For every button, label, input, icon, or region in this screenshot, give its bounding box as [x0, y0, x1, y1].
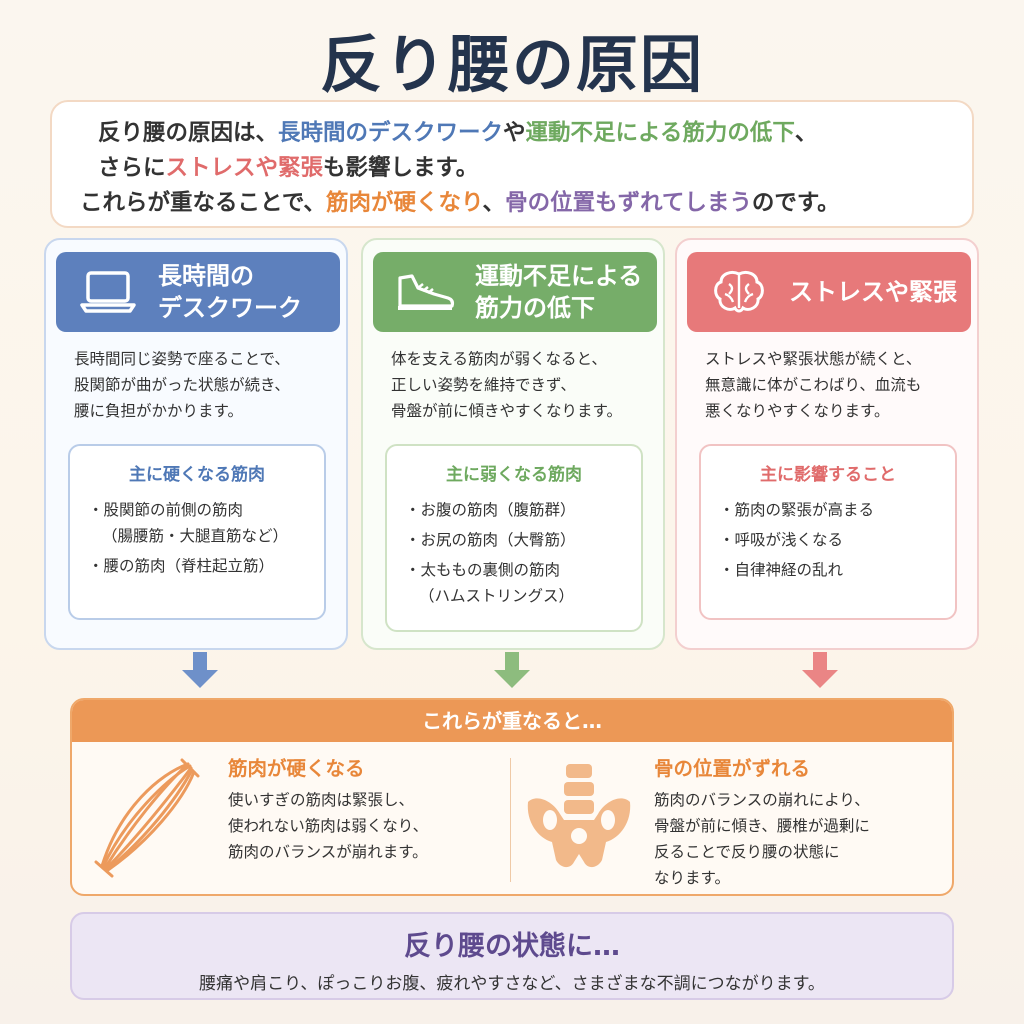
bone-shift-title: 骨の位置がずれる: [654, 757, 811, 780]
cause-title-line-1: 運動不足による: [475, 262, 643, 290]
intro-highlight-stress: ストレスや緊張: [165, 155, 324, 181]
muscle-stiffen-desc: 使いすぎの筋肉は緊張し、 使われない筋肉は弱くなり、 筋肉のバランスが崩れます。: [228, 791, 429, 861]
muscle-list-box: 主に弱くなる筋肉 ・お腹の筋肉（腹筋群） ・お尻の筋肉（大臀筋） ・太ももの裏側…: [385, 444, 643, 632]
result-description: 腰痛や肩こり、ぽっこりお腹、疲れやすさなど、さまざまな不調につながります。: [199, 974, 825, 994]
cause-card-desk-work: 長時間の デスクワーク 長時間同じ姿勢で座ることで、 股関節が曲がった状態が続き…: [44, 238, 348, 650]
arrow-down-icon: [494, 652, 530, 688]
arrow-down-icon: [182, 652, 218, 688]
pelvis-icon: [527, 764, 631, 868]
desc-line: 骨盤が前に傾きやすくなります。: [391, 402, 622, 420]
combined-effect-header: これらが重なると…: [72, 700, 952, 742]
cause-description: 長時間同じ姿勢で座ることで、 股関節が曲がった状態が続き、 腰に負担がかかります…: [74, 346, 334, 424]
cause-title-line-1: ストレスや緊張: [789, 278, 957, 306]
list-item: ・お尻の筋肉（大臀筋）: [405, 531, 576, 549]
muscle-stiffen-section: 筋肉が硬くなる 使いすぎの筋肉は緊張し、 使われない筋肉は弱くなり、 筋肉のバラ…: [228, 752, 428, 865]
muscle-icon: [94, 758, 200, 878]
intro-text: 、: [794, 120, 818, 146]
intro-text: や: [503, 120, 526, 146]
desc-line: 悪くなりやすくなります。: [705, 402, 890, 420]
list-item: ・呼吸が浅くなる: [719, 531, 844, 549]
muscle-list-title: 主に硬くなる筋肉: [129, 465, 265, 485]
muscle-stiffen-title: 筋肉が硬くなる: [228, 757, 365, 780]
list-item: ・自律神経の乱れ: [719, 561, 844, 579]
desc-line: 腰に負担がかかります。: [74, 402, 243, 420]
laptop-icon: [72, 262, 144, 322]
intro-line-3: これらが重なることで、筋肉が硬くなり、骨の位置もずれてしまうのです。: [80, 186, 944, 221]
intro-text: これらが重なることで、: [80, 190, 326, 216]
intro-highlight-muscle: 筋肉が硬くなり: [325, 190, 483, 216]
effect-list-title: 主に影響すること: [760, 465, 896, 485]
desc-line: 長時間同じ姿勢で座ることで、: [74, 350, 290, 368]
divider: [510, 758, 511, 882]
intro-text: さらに: [98, 155, 166, 181]
intro-highlight-exercise: 運動不足による筋力の低下: [525, 120, 795, 146]
intro-highlight-bone: 骨の位置もずれてしまう: [505, 190, 752, 216]
intro-line-1: 反り腰の原因は、長時間のデスクワークや運動不足による筋力の低下、: [80, 116, 944, 151]
desc-line: 無意識に体がこわばり、血流も: [705, 376, 922, 394]
list-item-sub: （ハムストリングス）: [419, 587, 575, 605]
intro-box: 反り腰の原因は、長時間のデスクワークや運動不足による筋力の低下、 さらにストレス…: [50, 100, 974, 228]
effect-list-box: 主に影響すること ・筋肉の緊張が高まる ・呼吸が浅くなる ・自律神経の乱れ: [699, 444, 957, 620]
desc-line: 体を支える筋肉が弱くなると、: [391, 350, 607, 368]
cause-title-line-2: 筋力の低下: [475, 294, 595, 322]
list-item-sub: （腸腰筋・大腿直筋など）: [102, 527, 289, 545]
list-item: ・太ももの裏側の筋肉: [405, 561, 561, 579]
intro-line-2: さらにストレスや緊張も影響します。: [80, 151, 944, 186]
muscle-list-box: 主に硬くなる筋肉 ・股関節の前側の筋肉 （腸腰筋・大腿直筋など） ・腰の筋肉（脊…: [68, 444, 326, 620]
desc-line: ストレスや緊張状態が続くと、: [705, 350, 922, 368]
intro-text: も影響します。: [323, 155, 479, 181]
result-title: 反り腰の状態に…: [404, 931, 620, 962]
cause-card-stress: ストレスや緊張 ストレスや緊張状態が続くと、 無意識に体がこわばり、血流も 悪く…: [675, 238, 979, 650]
desc-line: 正しい姿勢を維持できず、: [391, 376, 576, 394]
brain-icon: [703, 262, 775, 322]
combined-effect-box: これらが重なると… 筋肉が硬くなる 使いすぎの筋肉は緊張し、 使われない筋肉は弱…: [70, 698, 954, 896]
intro-text: 反り腰の原因は、: [98, 120, 279, 146]
list-item: ・腰の筋肉（脊柱起立筋）: [88, 557, 275, 575]
sneaker-icon: [389, 262, 461, 322]
list-item: ・股関節の前側の筋肉: [88, 501, 244, 519]
desc-line: 股関節が曲がった状態が続き、: [74, 376, 290, 394]
page-title: 反り腰の原因: [319, 28, 704, 101]
cause-card-header: ストレスや緊張: [687, 252, 971, 332]
intro-text: 、: [482, 190, 506, 216]
cause-title-line-2: デスクワーク: [158, 294, 302, 322]
cause-description: 体を支える筋肉が弱くなると、 正しい姿勢を維持できず、 骨盤が前に傾きやすくなり…: [391, 346, 651, 424]
cause-description: ストレスや緊張状態が続くと、 無意識に体がこわばり、血流も 悪くなりやすくなりま…: [705, 346, 965, 424]
intro-text: のです。: [751, 190, 840, 216]
list-item: ・筋肉の緊張が高まる: [719, 501, 875, 519]
cause-card-lack-of-exercise: 運動不足による 筋力の低下 体を支える筋肉が弱くなると、 正しい姿勢を維持できず…: [361, 238, 665, 650]
muscle-list-title: 主に弱くなる筋肉: [446, 465, 582, 485]
arrow-down-icon: [802, 652, 838, 688]
bone-shift-desc: 筋肉のバランスの崩れにより、 骨盤が前に傾き、腰椎が過剰に 反ることで反り腰の状…: [654, 791, 870, 887]
result-box: 反り腰の状態に… 腰痛や肩こり、ぽっこりお腹、疲れやすさなど、さまざまな不調につ…: [70, 912, 954, 1000]
cause-title-line-1: 長時間の: [158, 262, 254, 290]
cause-card-header: 運動不足による 筋力の低下: [373, 252, 657, 332]
bone-shift-section: 骨の位置がずれる 筋肉のバランスの崩れにより、 骨盤が前に傾き、腰椎が過剰に 反…: [654, 752, 870, 891]
intro-highlight-desk: 長時間のデスクワーク: [278, 120, 504, 146]
cause-card-header: 長時間の デスクワーク: [56, 252, 340, 332]
list-item: ・お腹の筋肉（腹筋群）: [405, 501, 576, 519]
